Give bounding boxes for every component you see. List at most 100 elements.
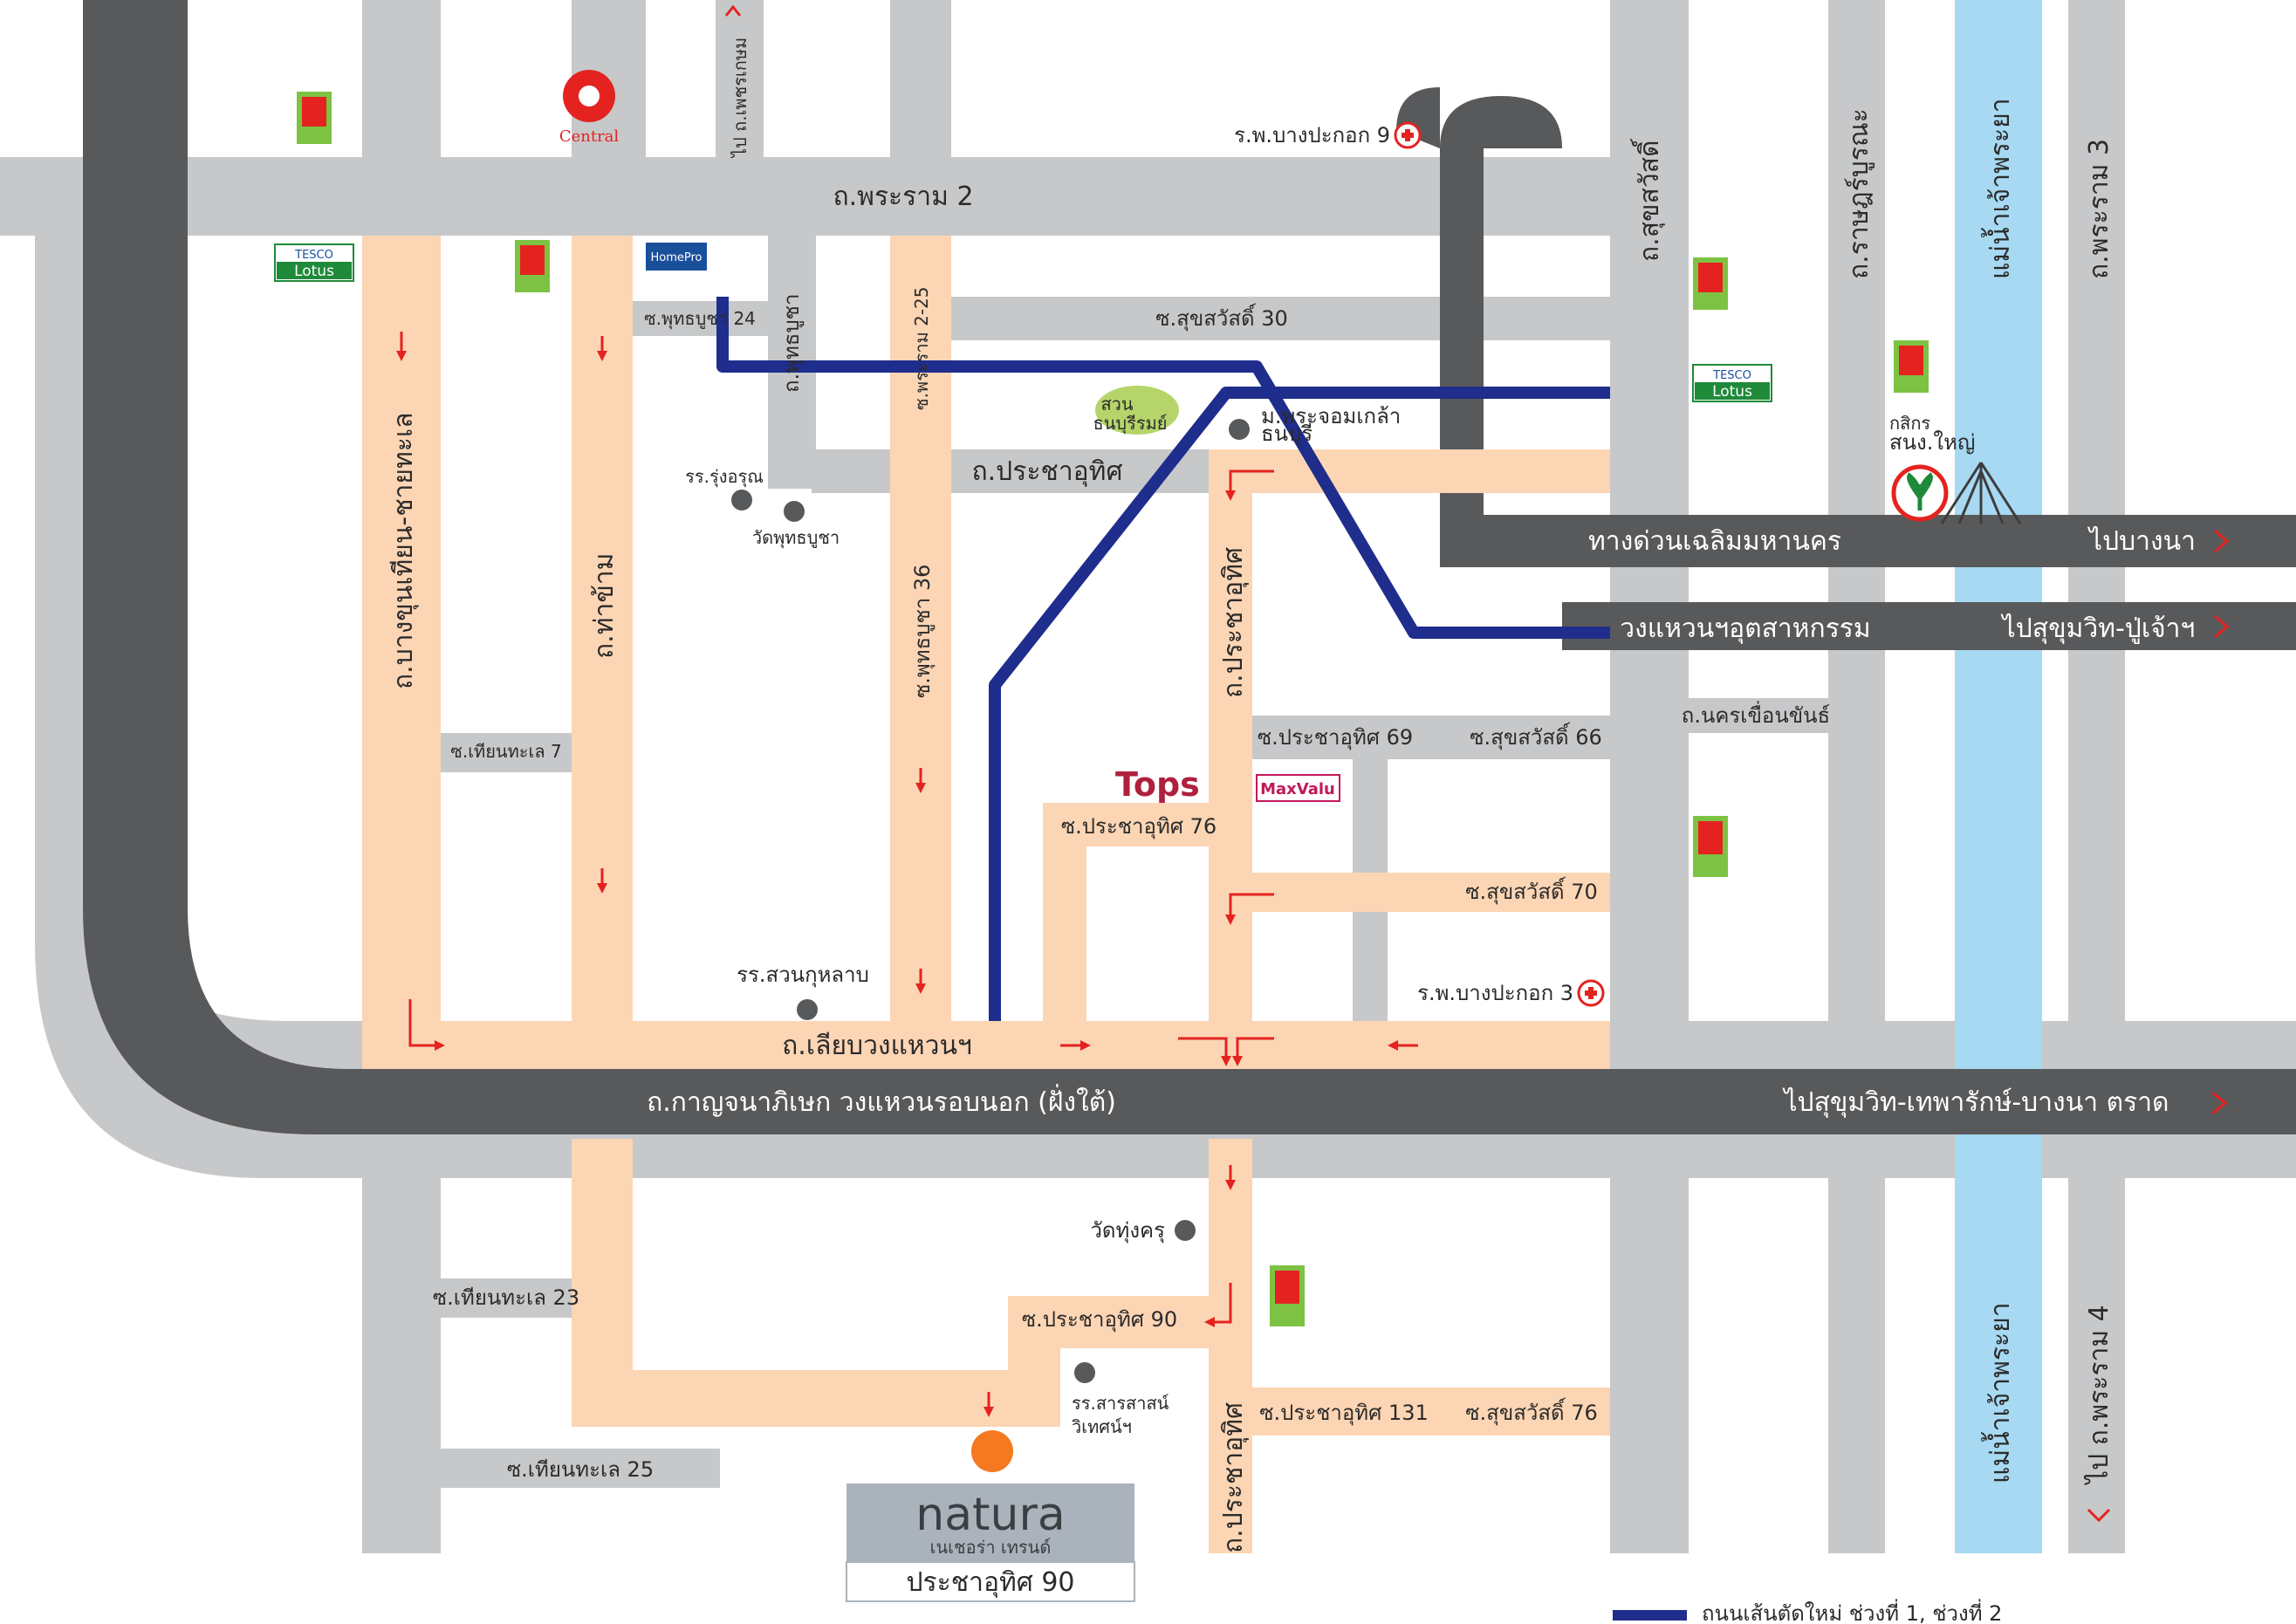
peach-road-network (362, 236, 1610, 1553)
sarasas-school-label-line1: รร.สารสาสน์ (1072, 1393, 1169, 1414)
hospital-bangpakok3-label: ร.พ.บางปะกอก 3 (1417, 981, 1573, 1005)
river-top-label: แม่น้ำเจ้าพระยา (1981, 98, 2016, 279)
university-label-line2: ธนบุรี (1261, 421, 1312, 447)
soi-tianthale7-road (441, 733, 572, 772)
suan-kulap-school-dot (797, 999, 818, 1020)
tops-logo: Tops (1115, 765, 1200, 804)
soi-prachauthit69-road (1248, 716, 1610, 759)
to-sukhumvit-thepharak-label: ไปสุขุมวิท-เทพารักษ์-บางนา ตราด (1782, 1086, 2169, 1119)
arrow-phutthabucha36-1 (915, 768, 926, 793)
arrow-project-access (984, 1392, 994, 1417)
arrow-to-puchao (2214, 614, 2230, 639)
soi-prachauthit90-label: ซ.ประชาอุทิศ 90 (1022, 1307, 1177, 1333)
prachauthit-horizontal-label: ถ.ประชาอุทิศ (971, 456, 1122, 488)
industrial-ring-road (1562, 602, 2296, 650)
kbank-logo-icon (1891, 464, 1949, 522)
soi-suksawat30-road (947, 297, 1610, 340)
project-location-marker[interactable] (971, 1430, 1013, 1472)
to-phetkasem-label: ไป ถ.เพชรเกษม (730, 38, 750, 159)
phetkasem-connector-road (716, 0, 764, 159)
maxvalu-logo: MaxValu (1256, 774, 1340, 802)
maxvalu-label: MaxValu (1260, 780, 1335, 798)
rama9-bridge-icon (1940, 462, 2022, 524)
expressway-network (83, 0, 2296, 1134)
project-location: ประชาอุทิศ 90 (906, 1567, 1074, 1599)
big-c-logo-icon (297, 92, 332, 144)
rama3-label: ถ.พระราม 3 (2084, 139, 2114, 279)
arrow-phutthabucha36-2 (915, 969, 926, 994)
soi-tianthale25-label: ซ.เทียนทะเล 25 (507, 1457, 654, 1482)
river-bottom-label: แม่น้ำเจ้าพระยา (1981, 1302, 2016, 1484)
big-c-logo-icon (1270, 1265, 1305, 1326)
soi-prachauthit76-label: ซ.ประชาอุทิศ 76 (1061, 814, 1217, 839)
arrow-to-bangna (2214, 529, 2230, 553)
hospital-bangpakok9-label: ร.พ.บางปะกอก 9 (1234, 123, 1390, 147)
soi-suksawat76-label: ซ.สุขสวัสดิ์ 76 (1465, 1397, 1598, 1426)
rungarun-school-label: รร.รุ่งอรุณ (685, 466, 764, 488)
ratburana-road (1828, 0, 1885, 1553)
chao-phraya-river (1955, 0, 2042, 1553)
hospital-icon (1394, 121, 1422, 149)
bang-khun-thian-road (362, 236, 441, 1065)
soi-prachauthit76-top (1043, 803, 1252, 846)
big-c-logo-icon (1693, 816, 1728, 877)
homepro-label: HomePro (650, 251, 702, 264)
arrow-prachauthit-lower (1225, 1165, 1236, 1190)
kbank-label-line2: สนง.ใหญ่ (1889, 430, 1975, 455)
lotus-label: Lotus (294, 263, 334, 280)
homepro-logo: HomePro (646, 243, 707, 271)
arrow-phetkasem (724, 4, 742, 17)
arrow-to-sukhumvit (2211, 1091, 2228, 1115)
project-name: natura (915, 1489, 1065, 1541)
soi-rama2-25-label: ซ.พระราม 2-25 (911, 286, 932, 410)
direction-arrows (396, 4, 2230, 1523)
arrow-to-rama4 (2087, 1508, 2111, 1523)
landmark-dots (731, 419, 1250, 1383)
university-label-line1: ม.พระจอมเกล้า (1261, 404, 1401, 428)
sarasas-school-label-line2: วิเทศน์ฯ (1072, 1416, 1132, 1437)
new-road-section1 (716, 297, 1610, 639)
phutthabucha-road (768, 231, 816, 489)
soi-tianthale23-road (441, 1278, 572, 1318)
prachauthit-vertical-lower-label: ถ.ประชาอุทิศ (1218, 1402, 1250, 1553)
left-vertical-road-top (362, 0, 441, 157)
new-cut-roads (716, 297, 1610, 1021)
prachauthit-horizontal-peach (1209, 449, 1610, 493)
arrow-liap-wongwaen-turn (408, 999, 445, 1051)
park-label-line1: สวน (1100, 394, 1133, 415)
sarasas-school-dot (1074, 1362, 1095, 1383)
suksawat-road (1610, 0, 1689, 1553)
arrow-prachauthit-mid (1225, 893, 1274, 925)
soi-suksawat30-label: ซ.สุขสวัสดิ์ 30 (1155, 303, 1288, 332)
left-vertical-road-bottom (362, 1161, 441, 1553)
phutthabucha-label: ถ.พุทธบูชา (779, 294, 805, 393)
soi-prachauthit69-label: ซ.ประชาอุทิศ 69 (1258, 725, 1413, 750)
ratburana-label: ถ.ราษฎร์บูรณะ (1844, 108, 1874, 279)
wat-thung-khru-dot (1175, 1220, 1196, 1241)
soi-phutthabucha24-label: ซ.พุทธบูชา 24 (644, 308, 756, 330)
soi-phutthabucha36-label: ซ.พุทธบูชา 36 (910, 565, 936, 698)
university-dot (1229, 419, 1250, 440)
tha-kham-label: ถ.ท่าข้าม (589, 553, 620, 659)
big-c-logo-icon (1894, 340, 1929, 393)
project-access-road (572, 1139, 1008, 1427)
soi-tianthale25-road (441, 1449, 720, 1488)
rama2-label: ถ.พระราม 2 (833, 182, 973, 212)
legend: ถนนเส้นตัดใหม่ ช่วงที่ 1, ช่วงที่ 2 (1613, 1599, 2002, 1624)
park-area (1095, 386, 1179, 435)
arrow-prachauthit-top (1225, 469, 1274, 501)
wat-phutthabucha-dot (784, 501, 805, 522)
nakhon-khuean-khan-label: ถ.นครเขื่อนขันธ์ (1682, 701, 1830, 728)
project-subtitle: เนเชอร่า เทรนด์ (930, 1537, 1052, 1558)
legend-label: ถนนเส้นตัดใหม่ ช่วงที่ 1, ช่วงที่ 2 (1702, 1599, 2002, 1624)
suan-kulap-school-label: รร.สวนกุหลาบ (737, 963, 869, 988)
tesco-lotus-logo: TESCO Lotus (274, 243, 354, 282)
rungarun-school-dot (731, 490, 752, 510)
bang-khun-thian-label: ถ.บางขุนเทียน-ชายทะเล (388, 412, 420, 689)
legend-blue-line-swatch (1613, 1610, 1687, 1621)
project-name-box[interactable]: natura เนเชอร่า เทรนด์ ประชาอุทิศ 90 (846, 1484, 1135, 1602)
lotus-label: Lotus (1712, 383, 1752, 401)
rama2-road (0, 157, 1658, 236)
soi-prachauthit131-label: ซ.ประชาอุทิศ 131 (1259, 1401, 1429, 1426)
to-rama4-label: ไป ถ.พระราม 4 (2083, 1305, 2114, 1485)
